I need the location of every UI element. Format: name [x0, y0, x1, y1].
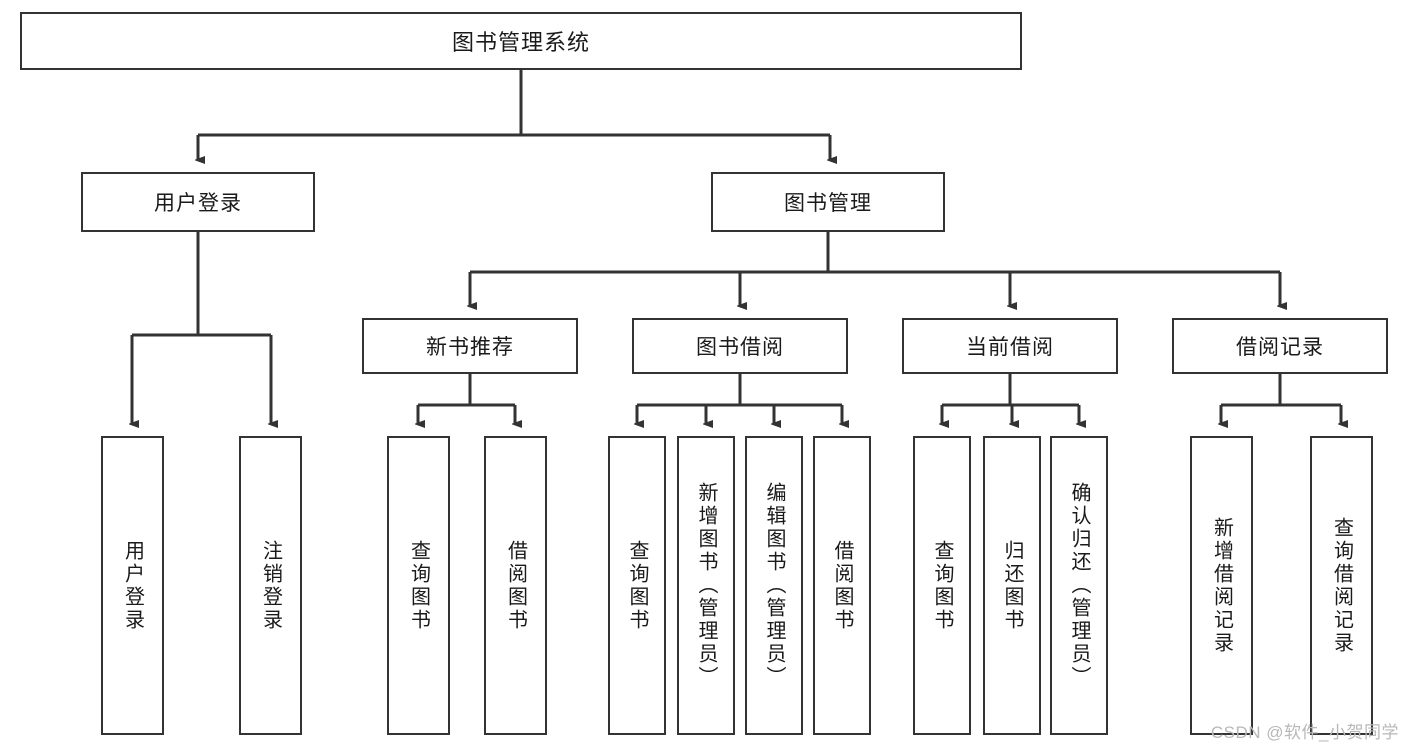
- node-label: 新增借阅记录: [1210, 516, 1233, 655]
- leaf-borrow-book[interactable]: 借阅图书: [813, 436, 871, 735]
- watermark: CSDN @软件_小贺同学: [1210, 723, 1399, 742]
- node-label: 新书推荐: [426, 336, 514, 359]
- node-label: 用户登录: [121, 539, 144, 632]
- leaf-borrow-book-recommend[interactable]: 借阅图书: [484, 436, 547, 735]
- leaf-confirm-return-admin[interactable]: 确认归还（管理员）: [1050, 436, 1108, 735]
- node-label: 图书管理系统: [451, 30, 590, 55]
- node-label: 新增图书（管理员）: [695, 482, 717, 689]
- node-label: 借阅图书: [504, 539, 527, 632]
- leaf-logout[interactable]: 注销登录: [239, 436, 302, 735]
- node-label: 借阅记录: [1236, 336, 1324, 359]
- leaf-query-book-borrow[interactable]: 查询图书: [608, 436, 666, 735]
- node-label: 当前借阅: [966, 336, 1054, 359]
- node-label: 归还图书: [1001, 539, 1023, 632]
- leaf-user-login[interactable]: 用户登录: [101, 436, 164, 735]
- leaf-query-book-recommend[interactable]: 查询图书: [387, 436, 450, 735]
- node-book-management[interactable]: 图书管理: [711, 172, 945, 232]
- node-borrow-record[interactable]: 借阅记录: [1172, 318, 1388, 374]
- node-label: 图书借阅: [696, 336, 784, 359]
- leaf-edit-book-admin[interactable]: 编辑图书（管理员）: [745, 436, 803, 735]
- leaf-add-borrow-record[interactable]: 新增借阅记录: [1190, 436, 1253, 735]
- node-current-borrow[interactable]: 当前借阅: [902, 318, 1118, 374]
- node-label: 图书管理: [784, 192, 872, 215]
- node-book-borrow[interactable]: 图书借阅: [632, 318, 848, 374]
- node-label: 查询图书: [407, 539, 430, 632]
- node-label: 查询图书: [931, 539, 953, 632]
- leaf-add-book-admin[interactable]: 新增图书（管理员）: [677, 436, 735, 735]
- leaf-return-book[interactable]: 归还图书: [983, 436, 1041, 735]
- node-label: 确认归还（管理员）: [1068, 482, 1090, 689]
- leaf-query-book-current[interactable]: 查询图书: [913, 436, 971, 735]
- node-root[interactable]: 图书管理系统: [20, 12, 1022, 70]
- node-label: 借阅图书: [831, 539, 853, 632]
- node-label: 查询借阅记录: [1330, 516, 1353, 655]
- node-label: 注销登录: [259, 539, 282, 632]
- node-label: 用户登录: [154, 192, 242, 215]
- node-label: 编辑图书（管理员）: [763, 482, 785, 689]
- leaf-query-borrow-record[interactable]: 查询借阅记录: [1310, 436, 1373, 735]
- node-user-login[interactable]: 用户登录: [81, 172, 315, 232]
- node-new-book-recommend[interactable]: 新书推荐: [362, 318, 578, 374]
- node-label: 查询图书: [626, 539, 648, 632]
